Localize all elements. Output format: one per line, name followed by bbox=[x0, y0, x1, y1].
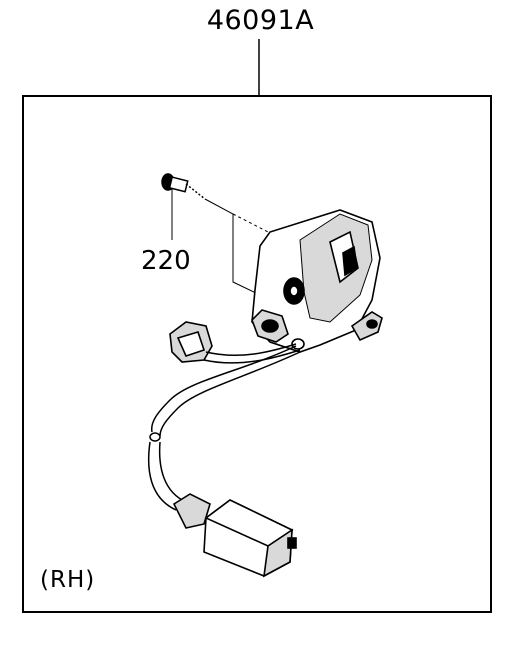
bolt-leader-lines bbox=[204, 198, 269, 295]
diagram-frame bbox=[22, 95, 492, 613]
rubber-boot bbox=[169, 321, 213, 363]
bolt-part-number: 220 bbox=[141, 246, 191, 276]
switch-housing bbox=[251, 209, 383, 353]
side-label: (RH) bbox=[40, 567, 96, 593]
bolt-220 bbox=[161, 173, 206, 240]
connector bbox=[172, 493, 297, 578]
wiring-harness bbox=[147, 343, 301, 511]
assembly-part-number: 46091A bbox=[206, 5, 315, 36]
